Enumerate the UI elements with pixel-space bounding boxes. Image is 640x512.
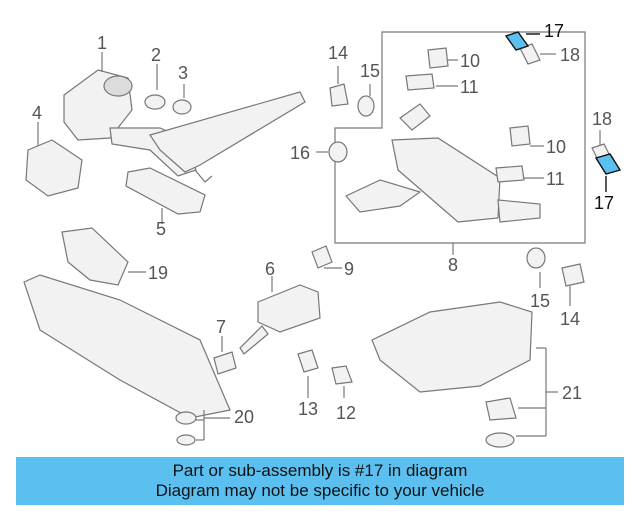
callout-7: 7	[216, 317, 227, 337]
banner-line-2: Diagram may not be specific to your vehi…	[155, 481, 485, 500]
callout-19: 19	[148, 263, 169, 283]
middle-muffler-part	[239, 284, 321, 355]
callout-17-upper: 17	[544, 21, 565, 41]
callout-3: 3	[178, 63, 189, 83]
clamp-11-upper-part	[405, 73, 435, 91]
mount-10-lower-part	[509, 125, 531, 147]
callout-6: 6	[265, 259, 276, 279]
callout-1: 1	[97, 33, 108, 53]
callout-11-upper: 11	[460, 77, 479, 97]
pipe-clamp-part	[213, 351, 237, 375]
bracket-14-lower-part	[561, 263, 585, 287]
heat-shield-part	[61, 227, 129, 286]
rear-muffler-part	[345, 103, 541, 223]
callout-12: 12	[336, 403, 357, 423]
callout-18-upper: 18	[560, 45, 581, 65]
info-banner: Part or sub-assembly is #17 in diagram D…	[16, 457, 624, 505]
mount-21-part	[485, 397, 517, 421]
leader-lines	[37, 33, 607, 441]
mount-10-upper-part	[427, 47, 449, 69]
callout-5: 5	[156, 219, 167, 239]
front-pipe-part	[149, 91, 306, 183]
callout-8: 8	[448, 255, 459, 275]
washer-part	[176, 434, 196, 446]
mount-part	[175, 411, 197, 425]
banner-line-1: Part or sub-assembly is #17 in diagram	[172, 461, 468, 480]
bracket-14-upper-part	[329, 83, 349, 107]
callout-17-lower: 17	[594, 193, 615, 213]
insulator-16-part	[328, 141, 348, 163]
callout-9: 9	[344, 259, 355, 279]
callout-14-lower: 14	[560, 309, 581, 329]
callout-18-lower: 18	[592, 109, 613, 129]
callout-10-upper: 10	[460, 51, 481, 71]
callout-21: 21	[562, 383, 583, 403]
clamp-part	[144, 94, 166, 110]
hanger-part	[297, 349, 319, 373]
hanger-bracket-part	[331, 365, 353, 385]
callout-2: 2	[151, 45, 162, 65]
callout-11-lower: 11	[546, 169, 565, 189]
callout-16: 16	[290, 143, 311, 163]
callout-14-upper: 14	[328, 43, 349, 63]
callout-15-lower: 15	[530, 291, 551, 311]
insulator-15-upper-part	[357, 95, 375, 117]
clamp-11-lower-part	[495, 165, 525, 183]
sleeve-clamp-part	[311, 245, 333, 269]
tailpipe-tip-17-lower-part	[594, 153, 622, 175]
underbody-shield-part	[23, 274, 231, 419]
insulator-15-lower-part	[526, 247, 546, 269]
callout-13: 13	[298, 399, 319, 419]
gasket-part	[172, 99, 192, 115]
bracket-part	[25, 139, 83, 197]
washer-21-part	[485, 432, 515, 448]
callout-20: 20	[234, 407, 255, 427]
callout-10-lower: 10	[546, 137, 567, 157]
callout-15-upper: 15	[360, 61, 381, 81]
callout-4: 4	[32, 103, 43, 123]
tailpipe-tip-17-upper-part	[504, 31, 530, 51]
flange-gasket-part	[125, 167, 206, 215]
assembly-8-outline	[334, 31, 586, 244]
rear-heat-shield-part	[371, 301, 533, 393]
